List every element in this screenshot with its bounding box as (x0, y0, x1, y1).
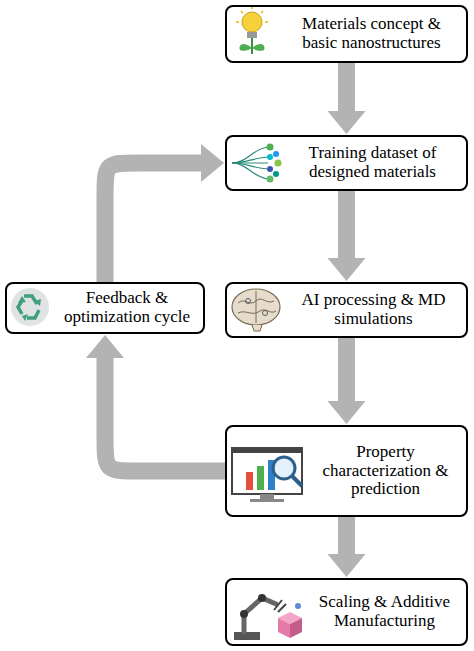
box-label: Scaling & Additive Manufacturing (311, 593, 458, 630)
box-label: Property characterization & prediction (313, 443, 458, 499)
box-label: AI processing & MD simulations (289, 291, 458, 328)
box-label: Feedback & optimization cycle (59, 289, 195, 326)
flow-arrow (338, 338, 355, 401)
network-icon (232, 144, 282, 183)
box-label: Materials concept & basic nanostructures (285, 15, 458, 52)
flow-arrow (338, 191, 355, 258)
process-box: AI processing & MD simulations (225, 282, 468, 338)
box-label: Training dataset of designed materials (287, 144, 458, 181)
chart-icon (232, 448, 302, 502)
brain-icon (232, 289, 280, 331)
flow-arrow (338, 63, 355, 111)
flow-arrow (105, 358, 225, 471)
flow-arrow (105, 163, 201, 282)
recycle-icon (11, 288, 49, 326)
process-box: Property characterization & prediction (225, 425, 468, 517)
process-box: Training dataset of designed materials (225, 135, 468, 191)
process-box: Scaling & Additive Manufacturing (225, 578, 468, 646)
robot-arm-icon (234, 594, 302, 640)
bulb-icon (236, 6, 268, 54)
flow-arrow (338, 517, 355, 554)
process-box: Materials concept & basic nanostructures (225, 5, 468, 63)
process-box: Feedback & optimization cycle (5, 282, 205, 334)
